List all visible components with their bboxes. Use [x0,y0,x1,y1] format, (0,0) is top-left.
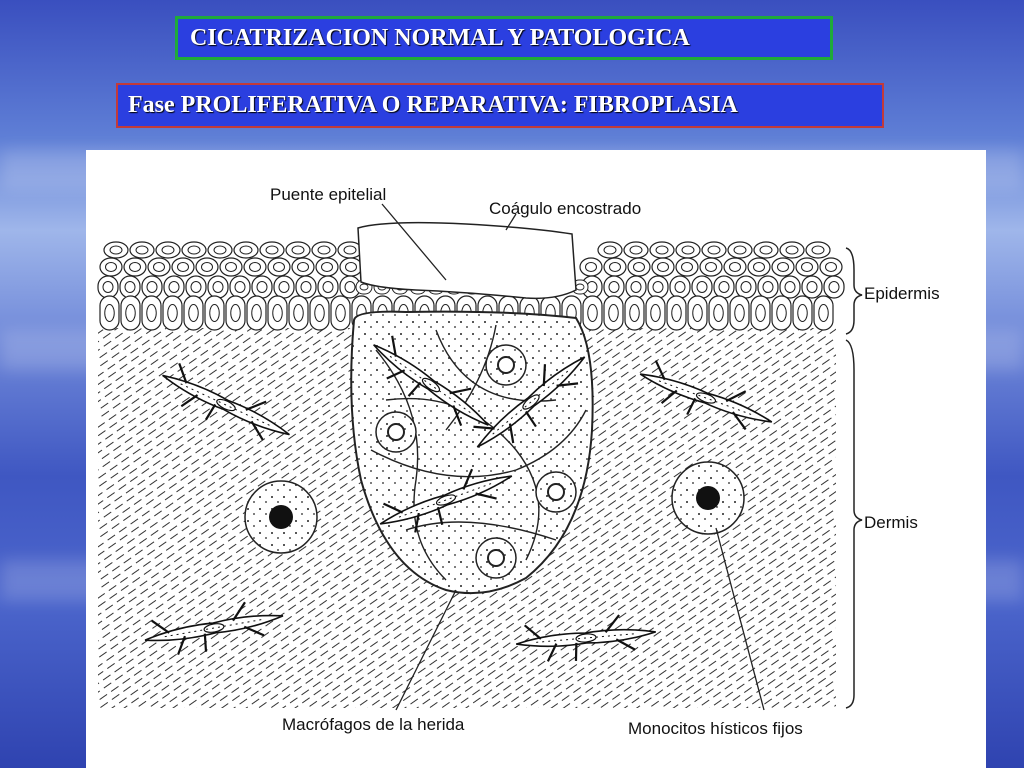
coagulo-leader [505,213,517,231]
slide-subtitle: Fase PROLIFERATIVA O REPARATIVA: FIBROPL… [116,83,884,128]
wound-macrophages [375,344,577,579]
fibroblast [516,614,656,662]
label-puente-epitelial: Puente epitelial [270,185,386,204]
label-dermis: Dermis [864,513,918,532]
scab-clot [357,221,577,300]
dermis-bracket [845,339,863,709]
fibroblast [639,360,773,431]
label-coagulo: Coágulo encostrado [489,199,641,218]
fibrin-strands [370,324,587,581]
diagram-svg: Puente epitelial Coágulo encostrado Epid… [97,185,940,738]
macrophage [485,344,527,386]
macrophage [475,537,517,579]
puente-leader [381,203,447,281]
fibroblasts [144,335,773,662]
label-monocitos: Monocitos hísticos fijos [628,719,803,738]
macrofagos-leader [395,589,457,711]
fibroblast [373,335,489,427]
fibroblast [144,601,284,656]
fixed-monocyte [671,461,745,535]
wound-healing-diagram: Puente epitelial Coágulo encostrado Epid… [86,150,986,768]
label-macrofagos: Macrófagos de la herida [282,715,465,734]
macrophage [375,411,417,453]
slide-title: CICATRIZACION NORMAL Y PATOLOGICA [175,16,833,60]
macrophage [535,471,577,513]
label-epidermis: Epidermis [864,284,940,303]
epidermis-bracket [845,247,863,335]
fixed-monocyte [244,480,318,554]
fibroblast [379,468,513,533]
monocitos-leader [715,527,765,711]
fibroblast [473,356,586,448]
fibroblast [162,362,290,441]
